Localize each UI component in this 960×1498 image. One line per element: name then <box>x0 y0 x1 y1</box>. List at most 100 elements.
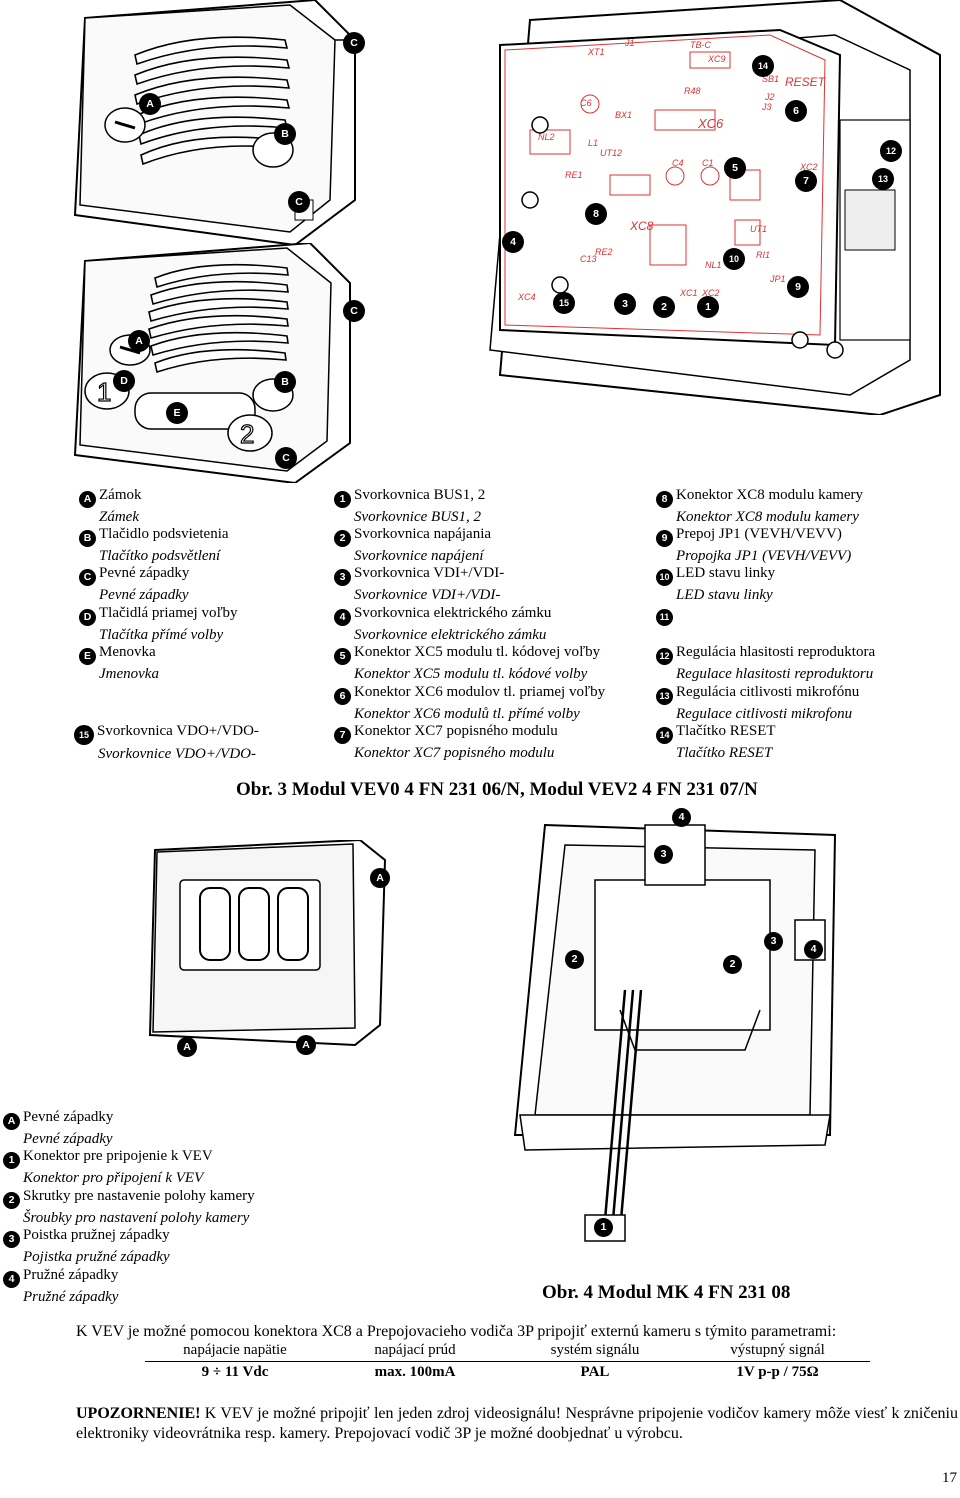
callout-badge: 3 <box>764 932 783 951</box>
svg-text:NL2: NL2 <box>538 132 555 142</box>
svg-text:RESET: RESET <box>785 75 827 89</box>
callout-badge: B <box>274 371 296 393</box>
callout-badge: A <box>128 330 150 352</box>
callout-badge: B <box>274 123 296 145</box>
callout-badge: 12 <box>880 140 902 162</box>
callout-badge: A <box>139 93 161 115</box>
figure-3-caption: Obr. 3 Modul VEV0 4 FN 231 06/N, Modul V… <box>236 779 758 800</box>
svg-text:RE1: RE1 <box>565 170 583 180</box>
callout-badge: 15 <box>553 292 575 314</box>
warning-title: UPOZORNENIE! <box>76 1405 201 1422</box>
svg-text:BX1: BX1 <box>615 110 632 120</box>
svg-text:C1: C1 <box>702 158 714 168</box>
table-header-cell: napájacie napätie <box>145 1340 325 1362</box>
svg-text:XC8: XC8 <box>629 219 654 233</box>
callout-badge: 8 <box>585 203 607 225</box>
fig3-front-panel-bottom: 1 2 <box>73 243 351 483</box>
warning-text: K VEV je možné pripojiť len jeden zdroj … <box>76 1405 958 1442</box>
callout-badge: 13 <box>872 168 894 190</box>
callout-badge: 3 <box>654 845 673 864</box>
figure-4-caption: Obr. 4 Modul MK 4 FN 231 08 <box>542 1282 791 1303</box>
callout-badge: A <box>177 1037 197 1057</box>
svg-text:C6: C6 <box>580 98 592 108</box>
svg-text:J3: J3 <box>761 102 772 112</box>
svg-text:SB1: SB1 <box>762 74 779 84</box>
svg-text:TB-C: TB-C <box>690 40 711 50</box>
callout-badge: 1 <box>594 1218 613 1237</box>
callout-badge: C <box>275 447 297 469</box>
legend-item: 11 <box>656 604 676 646</box>
callout-badge: 4 <box>804 940 823 959</box>
callout-badge: C <box>343 32 365 54</box>
callout-badge: A <box>296 1035 316 1055</box>
table-cell: max. 100mA <box>374 1364 456 1380</box>
callout-badge: 10 <box>723 248 745 270</box>
svg-text:RE2: RE2 <box>595 247 613 257</box>
svg-text:2: 2 <box>240 419 254 449</box>
svg-text:J2: J2 <box>764 92 775 102</box>
callout-badge: 2 <box>653 296 675 318</box>
warning-paragraph: UPOZORNENIE! K VEV je možné pripojiť len… <box>76 1404 958 1444</box>
callout-badge: 9 <box>787 276 809 298</box>
table-header-cell: výstupný signál <box>685 1340 870 1362</box>
callout-badge: 7 <box>795 170 817 192</box>
callout-badge: 14 <box>752 55 774 77</box>
svg-text:L1: L1 <box>588 138 598 148</box>
svg-text:XC6: XC6 <box>697 116 724 131</box>
table-header-cell: systém signálu <box>505 1340 685 1362</box>
callout-badge: 3 <box>614 293 636 315</box>
callout-badge: C <box>343 300 365 322</box>
svg-text:JP1: JP1 <box>769 274 786 284</box>
callout-badge: C <box>288 191 310 213</box>
camera-connection-text: K VEV je možné pomocou konektora XC8 a P… <box>76 1323 837 1340</box>
svg-text:XC2: XC2 <box>701 288 720 298</box>
svg-text:XC2: XC2 <box>799 162 818 172</box>
svg-text:UT1: UT1 <box>750 224 767 234</box>
table-header-cell: napájací prúd <box>325 1340 505 1362</box>
callout-badge: 1 <box>697 296 719 318</box>
svg-text:NL1: NL1 <box>705 260 722 270</box>
callout-badge: A <box>370 868 390 888</box>
svg-text:J1: J1 <box>624 38 635 48</box>
table-header-row: napájacie napätie napájací prúd systém s… <box>145 1340 870 1362</box>
callout-badge: 5 <box>724 157 746 179</box>
callout-badge: 2 <box>723 955 742 974</box>
svg-text:1: 1 <box>97 377 111 407</box>
callout-badge: 6 <box>785 100 807 122</box>
table-cell: PAL <box>580 1364 610 1380</box>
callout-badge: 4 <box>502 231 524 253</box>
table-row: 9 ÷ 11 Vdc max. 100mA PAL 1V p-p / 75Ω <box>145 1362 870 1384</box>
svg-text:RI1: RI1 <box>756 250 770 260</box>
svg-text:R48: R48 <box>684 86 701 96</box>
fig3-front-panel-top <box>73 0 356 245</box>
svg-text:XC1: XC1 <box>679 288 698 298</box>
table-cell: 1V p-p / 75Ω <box>736 1364 819 1380</box>
callout-badge: 4 <box>672 808 691 827</box>
svg-text:C13: C13 <box>580 254 597 264</box>
svg-text:UT12: UT12 <box>600 148 622 158</box>
camera-parameters-table: napájacie napätie napájací prúd systém s… <box>145 1340 870 1383</box>
table-cell: 9 ÷ 11 Vdc <box>201 1364 269 1380</box>
